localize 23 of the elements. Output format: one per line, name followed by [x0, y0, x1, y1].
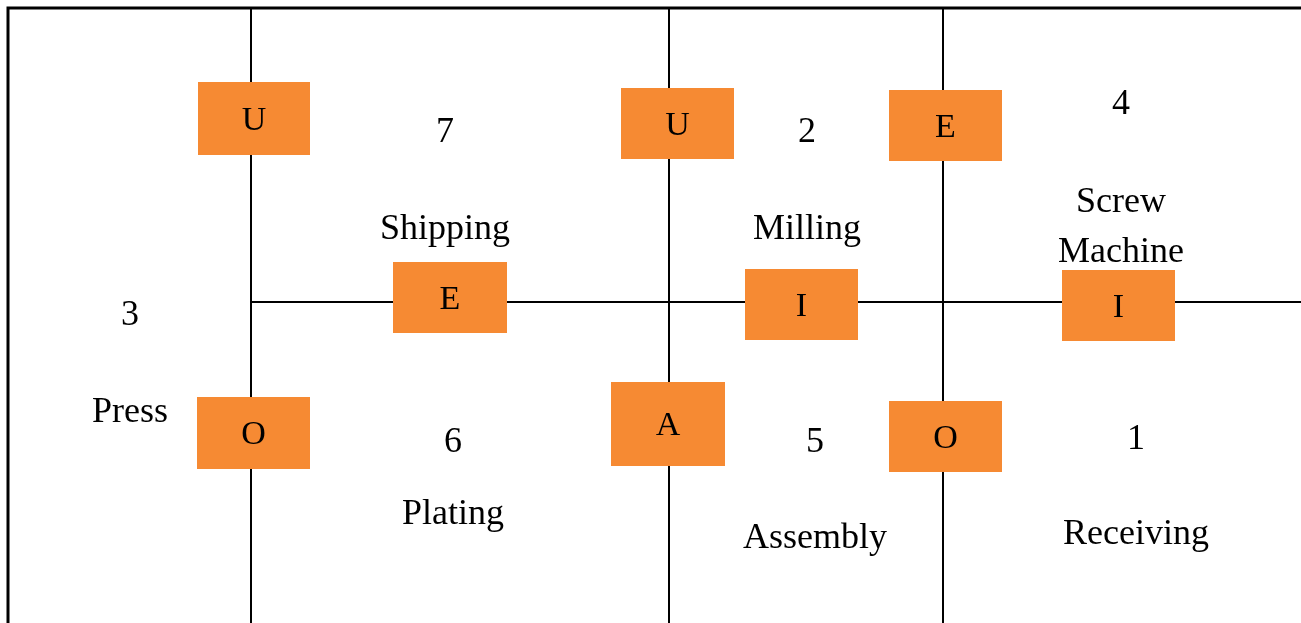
department-number: 1 — [1127, 416, 1145, 458]
department-name: Shipping — [380, 206, 510, 248]
department-number: 4 — [1112, 81, 1130, 123]
rating-box: O — [197, 397, 310, 469]
department-name: Plating — [402, 491, 504, 533]
department-number: 7 — [436, 109, 454, 151]
department-name: Press — [92, 389, 168, 431]
department-number: 5 — [806, 419, 824, 461]
rating-box: O — [889, 401, 1002, 472]
rating-box: U — [198, 82, 310, 155]
department-name: Receiving — [1063, 511, 1209, 553]
rating-box: A — [611, 382, 725, 466]
department-name: Assembly — [743, 515, 887, 557]
department-number: 3 — [121, 292, 139, 334]
department-name: Milling — [753, 206, 861, 248]
rating-box: U — [621, 88, 734, 159]
rating-box: I — [1062, 270, 1175, 341]
rating-box: E — [889, 90, 1002, 161]
rating-box: E — [393, 262, 507, 333]
department-number: 2 — [798, 109, 816, 151]
department-number: 6 — [444, 419, 462, 461]
rating-box: I — [745, 269, 858, 340]
department-name: Screw Machine — [1057, 179, 1185, 272]
